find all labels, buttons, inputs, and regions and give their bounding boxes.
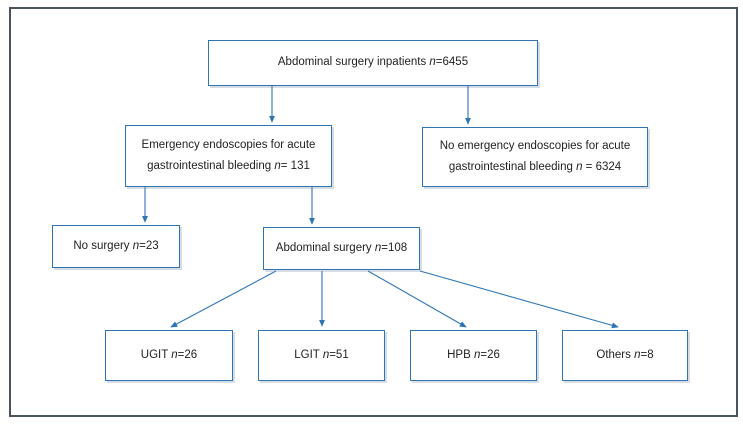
- node-label: Abdominal surgery inpatients n=6455: [277, 56, 469, 69]
- n-symbol: n: [473, 348, 481, 361]
- n-symbol: n: [171, 348, 178, 361]
- node-value: =23: [139, 239, 159, 252]
- node-label: Others n=8: [596, 348, 654, 361]
- n-symbol: n: [634, 348, 641, 361]
- node-label: No emergency endoscopies for acute gastr…: [439, 139, 631, 173]
- node-value: =8: [640, 348, 654, 361]
- outer-frame: [9, 7, 738, 417]
- node-value: =51: [329, 348, 349, 361]
- node-value: =108: [381, 241, 408, 254]
- node-no-surgery: No surgery n=23: [52, 225, 180, 268]
- n-symbol: n: [429, 56, 436, 69]
- node-abdominal-inpatients: Abdominal surgery inpatients n=6455: [208, 40, 538, 86]
- node-ugit: UGIT n=26: [105, 330, 233, 381]
- node-value: = 131: [280, 160, 310, 172]
- node-value: =26: [480, 348, 500, 361]
- node-abdominal-surgery: Abdominal surgery n=108: [263, 227, 420, 270]
- node-value: =6455: [435, 56, 469, 69]
- node-no-emergency-endoscopies: No emergency endoscopies for acute gastr…: [422, 127, 648, 187]
- node-lgit: LGIT n=51: [258, 330, 385, 381]
- node-label: Emergency endoscopies for acute gastroin…: [141, 138, 316, 172]
- node-value: =26: [177, 348, 198, 361]
- node-label: UGIT n=26: [140, 348, 198, 361]
- node-label: HPB n=26: [447, 348, 500, 361]
- node-value: = 6324: [582, 161, 622, 173]
- n-symbol: n: [322, 348, 330, 361]
- node-emergency-endoscopies: Emergency endoscopies for acute gastroin…: [125, 125, 332, 187]
- n-symbol: n: [132, 239, 140, 252]
- node-others: Others n=8: [562, 330, 688, 381]
- node-label: Abdominal surgery n=108: [275, 241, 408, 254]
- n-symbol: n: [274, 160, 281, 172]
- n-symbol: n: [576, 161, 583, 173]
- n-symbol: n: [374, 241, 382, 254]
- node-label: No surgery n=23: [73, 239, 159, 252]
- node-label: LGIT n=51: [294, 348, 349, 361]
- node-hpb: HPB n=26: [410, 330, 537, 381]
